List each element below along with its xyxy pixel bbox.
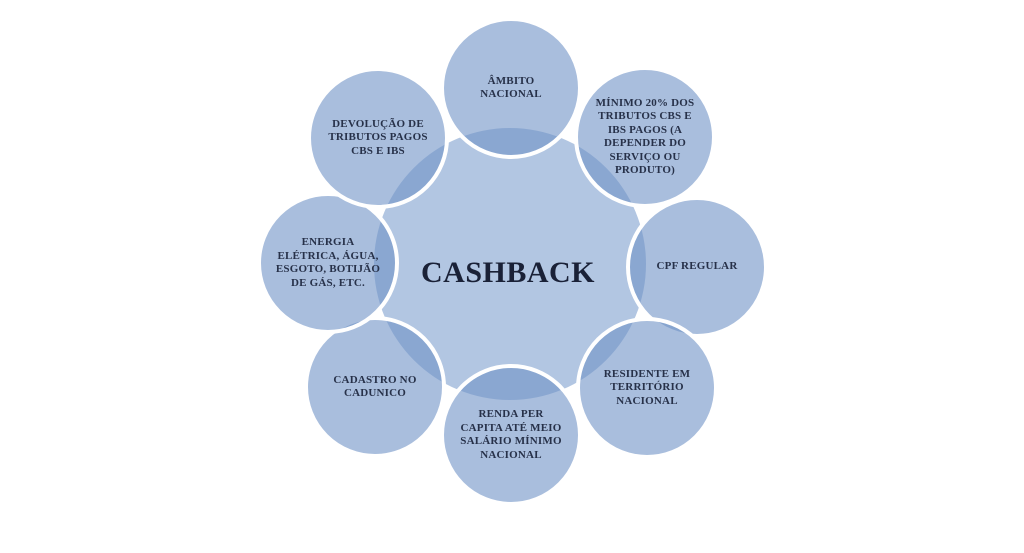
node-label-ambito-nacional: ÂMBITO NACIONAL — [480, 74, 542, 101]
node-residente-territorio: RESIDENTE EM TERRITÓRIO NACIONAL — [576, 317, 718, 459]
node-label-minimo-20-tributos: MÍNIMO 20% DOS TRIBUTOS CBS E IBS PAGOS … — [595, 96, 695, 177]
node-ambito-nacional: ÂMBITO NACIONAL — [440, 17, 582, 159]
node-label-devolucao-tributos: DEVOLUÇÃO DE TRIBUTOS PAGOS CBS E IBS — [328, 117, 428, 157]
node-minimo-20-tributos: MÍNIMO 20% DOS TRIBUTOS CBS E IBS PAGOS … — [574, 66, 716, 208]
node-label-renda-per-capita: RENDA PER CAPITA ATÉ MEIO SALÁRIO MÍNIMO… — [460, 408, 562, 461]
node-cadastro-cadunico: CADASTRO NO CADUNICO — [304, 316, 446, 458]
center-label: CASHBACK — [420, 256, 596, 289]
node-label-cpf-regular: CPF REGULAR — [656, 260, 738, 273]
node-energia-eletrica: ENERGIA ELÉTRICA, ÁGUA, ESGOTO, BOTIJÃO … — [257, 192, 399, 334]
node-label-cadastro-cadunico: CADASTRO NO CADUNICO — [333, 373, 417, 400]
node-renda-per-capita: RENDA PER CAPITA ATÉ MEIO SALÁRIO MÍNIMO… — [440, 364, 582, 506]
node-devolucao-tributos: DEVOLUÇÃO DE TRIBUTOS PAGOS CBS E IBS — [307, 67, 449, 209]
node-cpf-regular: CPF REGULAR — [626, 196, 768, 338]
node-label-energia-eletrica: ENERGIA ELÉTRICA, ÁGUA, ESGOTO, BOTIJÃO … — [275, 236, 381, 289]
node-label-residente-territorio: RESIDENTE EM TERRITÓRIO NACIONAL — [603, 367, 691, 407]
